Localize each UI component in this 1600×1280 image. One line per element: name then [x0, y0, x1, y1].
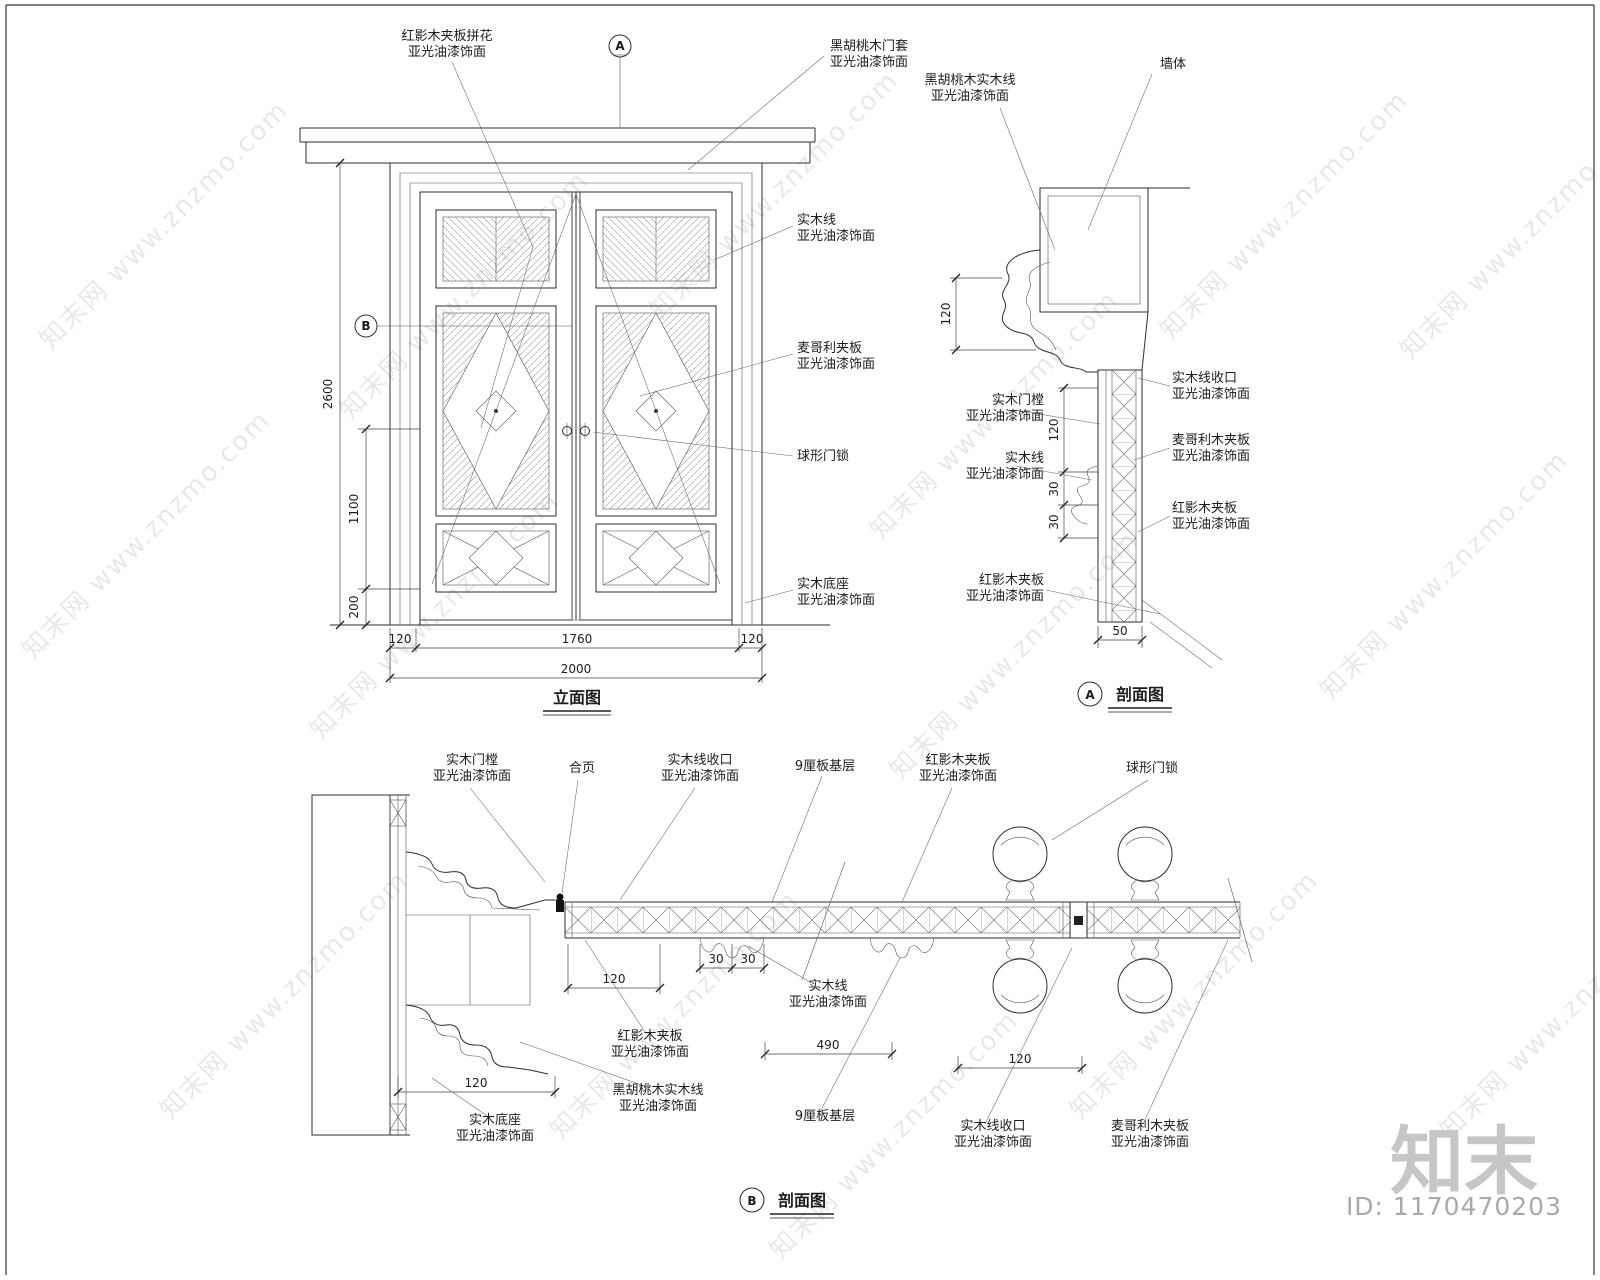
label-trim-end-finish: 亚光油漆饰面 [1172, 386, 1250, 402]
elevation-dimensions: 2600 1100 200 120 1760 [321, 158, 767, 683]
dim-wall-offset: 120 [465, 1076, 488, 1090]
section-a-marker-letter: A [1085, 688, 1095, 702]
dim-base-height: 200 [347, 596, 361, 619]
label-wood-line: 实木线 [797, 213, 836, 228]
label-casing: 黑胡桃木门套 [830, 38, 908, 54]
label-base-finish: 亚光油漆饰面 [797, 592, 875, 608]
label-base: 实木底座 [469, 1112, 521, 1128]
label-plywood-finish: 亚光油漆饰面 [797, 356, 875, 372]
dim-frame-height: 120 [1047, 419, 1061, 442]
section-b-title: B 剖面图 [739, 1187, 834, 1219]
section-a-drawing: 120 120 30 30 50 [924, 57, 1250, 713]
marker-b-letter: B [361, 319, 370, 333]
marker-a-letter: A [615, 39, 625, 53]
section-a-dimensions: 120 120 30 30 50 [939, 273, 1147, 648]
label-red-ply-right-finish: 亚光油漆饰面 [1172, 516, 1250, 532]
hinge-symbol [556, 893, 564, 901]
dim-t1: 30 [708, 952, 723, 966]
sheet-border [5, 4, 1595, 1275]
label-mahogany-finish: 亚光油漆饰面 [1172, 448, 1250, 464]
dim-knob-height: 1100 [347, 494, 361, 525]
label-red-ply-bottom: 红影木夹板 [617, 1028, 682, 1044]
label-ball-lock: 球形门锁 [1126, 760, 1178, 776]
label-wood-line-finish: 亚光油漆饰面 [789, 994, 867, 1010]
label-door-frame-finish: 亚光油漆饰面 [433, 768, 511, 784]
label-red-ply-bottom: 红影木夹板 [979, 572, 1044, 588]
section-marker-b: B [354, 314, 572, 338]
label-ball-lock: 球形门锁 [797, 448, 849, 464]
label-wood-line-finish: 亚光油漆饰面 [966, 466, 1044, 482]
label-red-ply-bottom-finish: 亚光油漆饰面 [611, 1044, 689, 1060]
dim-total-height: 2600 [321, 379, 335, 410]
dim-t1: 30 [1047, 481, 1061, 496]
label-trim-end-top: 实木线收口 [667, 753, 732, 768]
elevation-leaders [451, 55, 825, 604]
label-mahogany-finish: 亚光油漆饰面 [1111, 1134, 1189, 1150]
elevation-labels: 红影木夹板拼花 亚光油漆饰面 黑胡桃木门套 亚光油漆饰面 实木线 亚光油漆饰面 … [401, 28, 908, 608]
label-trim-end-top-finish: 亚光油漆饰面 [661, 768, 739, 784]
elevation-title-text: 立面图 [553, 688, 601, 707]
label-trim-end: 实木线收口 [1172, 371, 1237, 386]
section-a-leaders [999, 73, 1171, 615]
section-b-labels: 实木门樘 亚光油漆饰面 合页 实木线收口 亚光油漆饰面 9厘板基层 红影木夹板 … [433, 752, 1189, 1150]
label-walnut-line-finish: 亚光油漆饰面 [931, 88, 1009, 104]
dim-strip-width: 50 [1112, 624, 1127, 638]
label-door-frame: 实木门樘 [446, 753, 498, 768]
label-wall: 墙体 [1160, 57, 1186, 72]
znzmo-logo: 知末 [1390, 1119, 1538, 1205]
label-red-ply-right: 红影木夹板 [1172, 500, 1237, 516]
dim-side-left: 120 [389, 632, 412, 646]
section-a-title-text: 剖面图 [1116, 685, 1164, 704]
section-b-drawing: 120 120 30 30 [311, 752, 1253, 1219]
label-parquet: 红影木夹板拼花 [401, 28, 492, 44]
section-a-labels: 黑胡桃木实木线 亚光油漆饰面 墙体 实木门樘 亚光油漆饰面 实木线 亚光油漆饰面… [924, 57, 1250, 604]
section-b-marker-letter: B [747, 1194, 756, 1208]
label-trim-end-bottom: 实木线收口 [960, 1119, 1025, 1134]
label-red-ply-top: 红影木夹板 [925, 752, 990, 768]
dim-opening: 1760 [562, 632, 593, 646]
elevation-title: 立面图 [543, 688, 611, 716]
label-board9-bottom: 9厘板基层 [795, 1109, 855, 1124]
label-red-ply-top-finish: 亚光油漆饰面 [919, 768, 997, 784]
dim-frame: 120 [603, 972, 626, 986]
label-plywood: 麦哥利夹板 [797, 341, 862, 356]
dim-t2: 30 [740, 952, 755, 966]
section-b-leaders [431, 775, 1229, 1125]
label-mahogany: 麦哥利木夹板 [1172, 433, 1250, 448]
dim-molding-height: 120 [939, 303, 953, 326]
label-parquet-finish: 亚光油漆饰面 [408, 44, 486, 60]
section-a-title: A 剖面图 [1077, 681, 1172, 713]
label-wood-line: 实木线 [808, 979, 847, 994]
dim-t2: 30 [1047, 514, 1061, 529]
label-base: 实木底座 [797, 576, 849, 592]
label-red-ply-bottom-finish: 亚光油漆饰面 [966, 588, 1044, 604]
elevation-drawing: A B 2600 1100 [299, 28, 908, 716]
label-walnut-line-finish: 亚光油漆饰面 [619, 1098, 697, 1114]
label-wood-line-finish: 亚光油漆饰面 [797, 228, 875, 244]
label-trim-end-bottom-finish: 亚光油漆饰面 [954, 1134, 1032, 1150]
image-id: ID: 1170470203 [1345, 1192, 1562, 1221]
dim-side-right: 120 [741, 632, 764, 646]
label-casing-finish: 亚光油漆饰面 [830, 54, 908, 70]
dim-span: 490 [817, 1038, 840, 1052]
section-b-dimensions: 120 120 30 30 [393, 944, 1087, 1098]
label-board9-top: 9厘板基层 [795, 759, 855, 774]
label-hinge: 合页 [569, 761, 595, 776]
label-wood-line: 实木线 [1005, 451, 1044, 466]
dim-total-width: 2000 [561, 662, 592, 676]
section-b-title-text: 剖面图 [778, 1191, 826, 1210]
dim-knob: 120 [1009, 1052, 1032, 1066]
label-walnut-line: 黑胡桃木实木线 [924, 73, 1015, 88]
label-base-finish: 亚光油漆饰面 [456, 1128, 534, 1144]
label-mahogany: 麦哥利木夹板 [1111, 1119, 1189, 1134]
label-door-frame: 实木门樘 [992, 393, 1044, 408]
section-marker-a: A [608, 34, 632, 127]
label-walnut-line: 黑胡桃木实木线 [612, 1083, 703, 1098]
label-door-frame-finish: 亚光油漆饰面 [966, 408, 1044, 424]
